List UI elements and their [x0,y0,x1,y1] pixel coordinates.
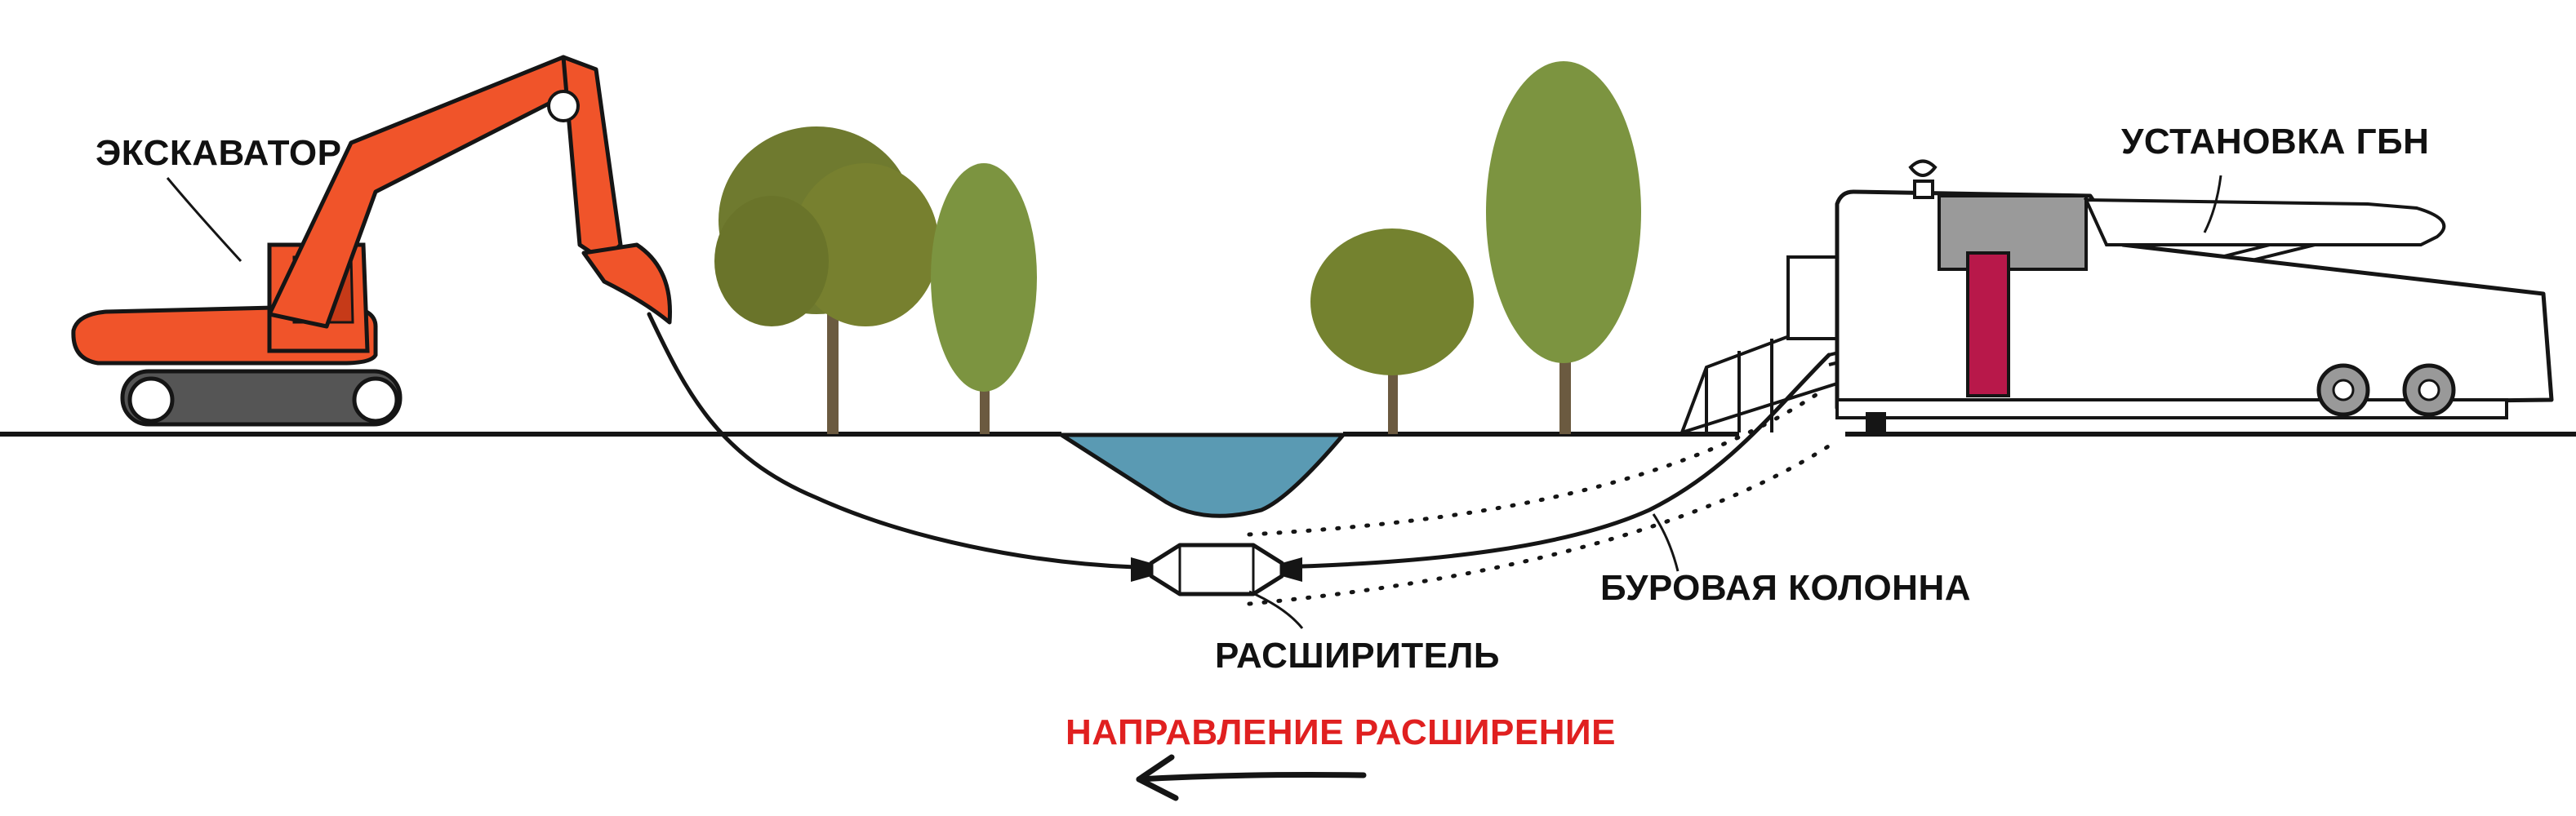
excavator-icon [71,55,672,427]
drill-string-leader [1652,513,1680,572]
drill-string-label: БУРОВАЯ КОЛОННА [1600,568,1971,608]
guide-line-upper [1247,389,1823,537]
left-arrow-icon [1136,754,1367,801]
excavator-leader [166,177,242,263]
tree-2 [931,163,1037,434]
reamer-leader [1248,590,1304,629]
tree-3 [1310,228,1474,434]
guide-line-lower [1247,438,1840,606]
hdd-rig-icon [1679,159,2554,436]
pipeline [647,312,1137,570]
tree-4 [1486,61,1641,434]
tree-1 [714,126,939,434]
pond [1054,432,1348,518]
direction-label: НАПРАВЛЕНИЕ РАСШИРЕНИЕ [1066,712,1616,752]
excavator-label: ЭКСКАВАТОР [96,133,342,173]
rig-leader [2203,175,2222,233]
hdd-rig-label: УСТАНОВКА ГБН [2121,122,2429,162]
reamer-icon [1131,543,1302,596]
reamer-label: РАСШИРИТЕЛЬ [1215,636,1500,676]
drill-string [1271,353,1831,570]
